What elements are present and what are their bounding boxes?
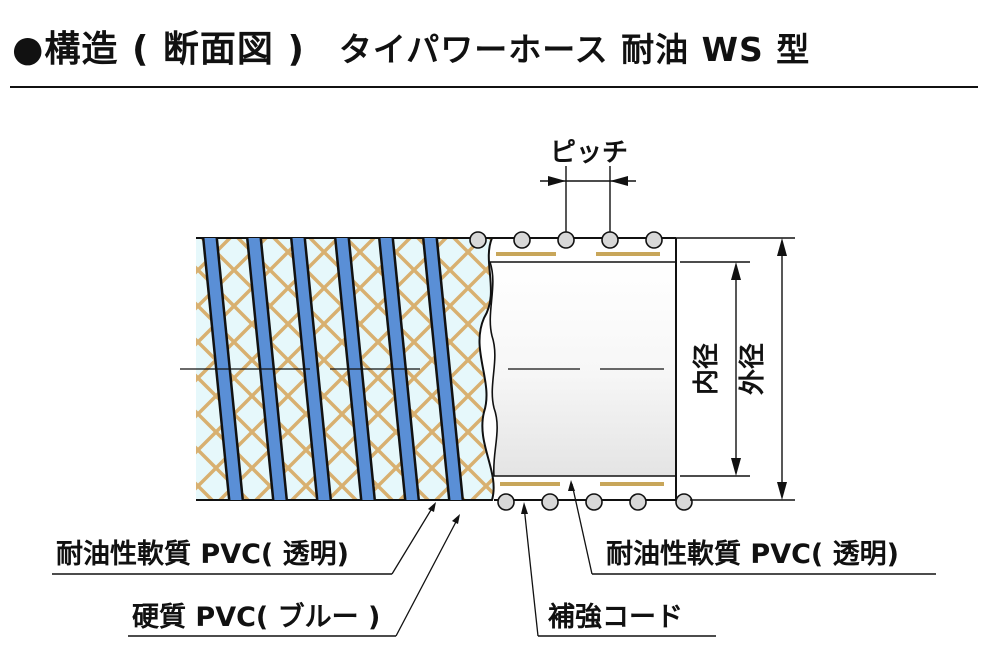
page-subtitle: タイパワーホース 耐油 WS 型 [338,30,811,69]
leader-lines [391,480,593,637]
label-underlines [52,573,936,637]
outer-diameter-label: 外径 [738,343,768,395]
hard-pvc-label: 硬質 PVC( ブルー ) [132,601,380,633]
helix-beads-top [469,231,663,249]
oil-resistant-pvc-right-label: 耐油性軟質 PVC( 透明) [606,539,899,570]
pitch-label: ピッチ [550,138,628,168]
page-title: ●構造 ( 断面図 ) [12,29,305,70]
oil-resistant-pvc-left-label: 耐油性軟質 PVC( 透明) [56,539,349,570]
dimension-lines [676,237,795,501]
inner-diameter-label: 内径 [692,343,722,395]
pitch-dimension [540,166,636,232]
inner-bore [488,237,677,501]
helix-beads-bottom [497,493,693,511]
reinforcement-cord-label: 補強コード [547,602,683,633]
heading-divider [10,86,978,88]
page-heading: ●構造 ( 断面図 ) タイパワーホース 耐油 WS 型 [12,20,810,72]
